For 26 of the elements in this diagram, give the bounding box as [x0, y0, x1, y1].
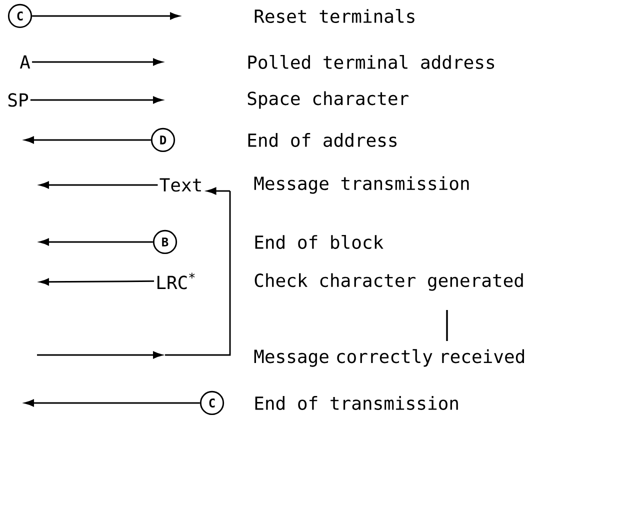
signal-name: LRC$^{*}$ — [158, 272, 195, 290]
description-text: Space character — [248, 91, 408, 109]
description-text: Polled terminal address — [248, 54, 494, 69]
description-text: End of address — [248, 133, 397, 147]
arrow — [37, 187, 230, 359]
description-text: Message correctly received — [254, 349, 524, 367]
circled-letter: C — [8, 4, 32, 28]
arrow — [40, 181, 158, 189]
description-text: Message transmission — [254, 176, 469, 194]
arrow — [40, 238, 153, 246]
description-text: Check character generated — [254, 273, 523, 291]
arrow — [24, 399, 200, 407]
signal-name: A — [20, 55, 30, 69]
arrow — [24, 136, 151, 144]
description-text: End of block — [255, 234, 384, 249]
circled-letter: D — [150, 128, 176, 152]
arrow — [32, 12, 180, 20]
description-text: End of transmission — [255, 396, 458, 410]
signal-name: SP — [8, 93, 28, 107]
circled-letter: C — [200, 390, 224, 416]
description-text: Reset terminals — [254, 8, 414, 23]
arrow — [32, 58, 162, 66]
signal-name: Text — [160, 178, 201, 192]
arrow — [40, 278, 154, 286]
arrow — [30, 96, 162, 104]
circled-letter: B — [152, 230, 178, 254]
